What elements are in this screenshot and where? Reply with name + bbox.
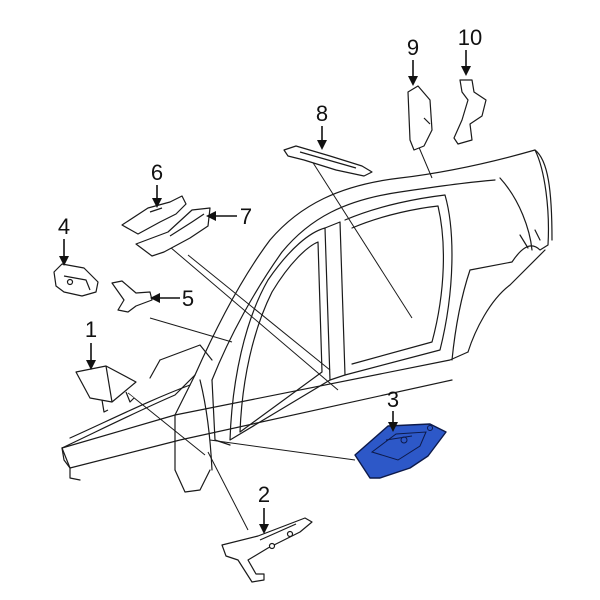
callout-5: 5 [182, 286, 194, 311]
part-1-bracket [75, 365, 137, 413]
callout-arrows [59, 50, 471, 534]
callout-3: 3 [387, 387, 399, 412]
part-2-reinforcement [221, 517, 313, 583]
part-5-bracket [111, 280, 153, 313]
part-6-gusset [121, 195, 187, 235]
callout-6: 6 [151, 160, 163, 185]
callout-1: 1 [85, 317, 97, 342]
part-9-panel [407, 85, 433, 151]
callout-8: 8 [316, 101, 328, 126]
callout-4: 4 [58, 214, 70, 239]
callout-7: 7 [240, 204, 252, 229]
callout-10: 10 [458, 25, 482, 50]
part-7-gusset [135, 207, 211, 257]
part-10-bracket [453, 79, 487, 145]
leader-lines [127, 144, 433, 531]
part-8-rail [283, 145, 373, 177]
part-3-highlighted-panel [354, 423, 447, 479]
callout-2: 2 [258, 482, 270, 507]
callout-labels: 1 2 3 4 5 6 7 8 9 10 [58, 25, 482, 507]
callout-9: 9 [407, 35, 419, 60]
part-4-bracket [53, 263, 99, 297]
car-body-outline [61, 149, 553, 493]
